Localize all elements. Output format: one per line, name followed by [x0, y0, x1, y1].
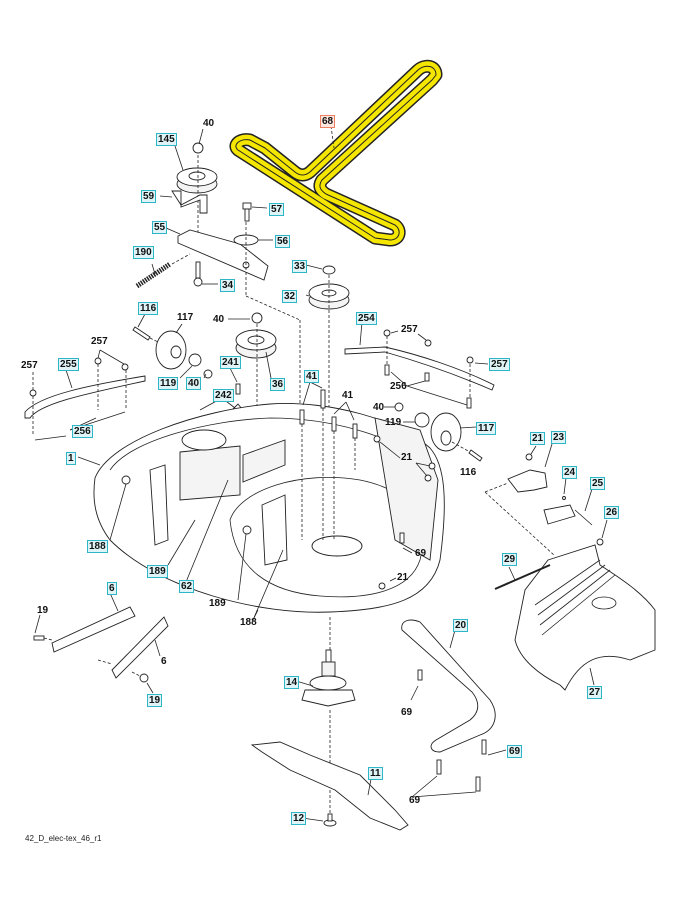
callout-188[interactable]: 188 [240, 617, 257, 628]
belt-part-68[interactable] [229, 59, 443, 247]
callout-241[interactable]: 241 [220, 356, 241, 369]
callout-256[interactable]: 256 [72, 425, 93, 438]
callout-6[interactable]: 6 [107, 582, 117, 595]
callout-14[interactable]: 14 [284, 676, 300, 689]
callout-40[interactable]: 40 [213, 314, 225, 325]
callout-21[interactable]: 21 [397, 572, 409, 583]
callout-19[interactable]: 19 [37, 605, 49, 616]
callout-257[interactable]: 257 [401, 324, 418, 335]
washer-part-119[interactable] [188, 353, 202, 367]
washer-part-119[interactable] [414, 412, 430, 428]
callout-24[interactable]: 24 [562, 466, 578, 479]
callout-40[interactable]: 40 [186, 377, 202, 390]
callout-56[interactable]: 56 [275, 235, 291, 248]
bolt-part-241[interactable] [235, 383, 241, 395]
idler-arm-part-55[interactable] [177, 229, 269, 281]
callout-25[interactable]: 25 [590, 477, 606, 490]
callout-55[interactable]: 55 [152, 221, 168, 234]
nut-part-40[interactable] [203, 369, 213, 379]
callout-189[interactable]: 189 [147, 565, 168, 578]
bolt-part-116[interactable] [132, 326, 151, 341]
callout-69[interactable]: 69 [409, 795, 421, 806]
deck-part-1[interactable] [93, 403, 445, 613]
nut-part-40[interactable] [192, 142, 204, 154]
spring-part-190[interactable] [135, 261, 172, 289]
bracket-part-254[interactable] [344, 346, 495, 391]
callout-255[interactable]: 255 [58, 358, 79, 371]
callout-62[interactable]: 62 [179, 580, 195, 593]
bracket-part-59[interactable] [171, 190, 208, 214]
callout-257[interactable]: 257 [21, 360, 38, 371]
callout-40[interactable]: 40 [373, 402, 385, 413]
diagram-code: 42_D_elec-tex_46_r1 [25, 834, 102, 843]
callout-69[interactable]: 69 [415, 548, 427, 559]
pulley-part-145[interactable] [176, 167, 218, 194]
callout-6[interactable]: 6 [161, 656, 167, 667]
nut-part-40[interactable] [394, 402, 404, 412]
callout-254[interactable]: 254 [356, 312, 377, 325]
callout-190[interactable]: 190 [133, 246, 154, 259]
callout-27[interactable]: 27 [587, 686, 603, 699]
bracket-part-255[interactable] [24, 375, 146, 419]
callout-117[interactable]: 117 [177, 312, 194, 323]
callout-68[interactable]: 68 [320, 115, 336, 128]
callout-59[interactable]: 59 [141, 190, 157, 203]
nut-part-21[interactable] [525, 453, 533, 461]
callout-189[interactable]: 189 [209, 598, 226, 609]
baffle-part-20[interactable] [401, 619, 496, 753]
callout-29[interactable]: 29 [502, 553, 518, 566]
callout-40[interactable]: 40 [203, 118, 215, 129]
callout-33[interactable]: 33 [292, 260, 308, 273]
nut-part-26[interactable] [596, 538, 604, 546]
callout-41[interactable]: 41 [342, 390, 354, 401]
callout-1[interactable]: 1 [66, 452, 76, 465]
nut-part-40[interactable] [251, 312, 263, 324]
blade-bolt-part-12[interactable] [323, 813, 337, 827]
idler-pulley-part-117[interactable] [155, 330, 187, 370]
callout-21[interactable]: 21 [401, 452, 413, 463]
callout-116[interactable]: 116 [460, 467, 477, 478]
callout-20[interactable]: 20 [453, 619, 469, 632]
bolt-part-116[interactable] [468, 449, 483, 462]
spindle-part-14[interactable] [301, 649, 356, 707]
callout-119[interactable]: 119 [385, 417, 402, 428]
idler-pulley-part-117[interactable] [430, 412, 462, 452]
callout-145[interactable]: 145 [156, 133, 177, 146]
callout-32[interactable]: 32 [282, 290, 298, 303]
bolt-part-57[interactable] [242, 202, 252, 222]
callout-26[interactable]: 26 [604, 506, 620, 519]
callout-34[interactable]: 34 [220, 279, 236, 292]
callout-57[interactable]: 57 [269, 203, 285, 216]
callout-21[interactable]: 21 [530, 432, 546, 445]
pin-part-24[interactable] [562, 496, 566, 500]
hanger-bracket-part-6[interactable] [51, 606, 169, 679]
rod-part-29[interactable] [494, 564, 551, 590]
callout-12[interactable]: 12 [291, 812, 307, 825]
callout-41[interactable]: 41 [304, 370, 320, 383]
callout-116[interactable]: 116 [138, 302, 159, 315]
lift-bracket-part-23[interactable] [507, 469, 548, 493]
callout-69[interactable]: 69 [401, 707, 413, 718]
callout-36[interactable]: 36 [270, 378, 286, 391]
callout-69[interactable]: 69 [507, 745, 523, 758]
callout-11[interactable]: 11 [368, 767, 383, 780]
callout-242[interactable]: 242 [213, 389, 234, 402]
nut-part-33[interactable] [322, 265, 336, 275]
handle-part-25[interactable] [543, 504, 593, 526]
bolt-part-19[interactable] [33, 635, 149, 683]
callout-256[interactable]: 256 [390, 381, 407, 392]
discharge-chute-part-27[interactable] [514, 544, 656, 691]
blade-part-11[interactable] [250, 741, 409, 831]
callout-257[interactable]: 257 [489, 358, 510, 371]
callout-19[interactable]: 19 [147, 694, 163, 707]
callout-117[interactable]: 117 [476, 422, 497, 435]
pulley-part-36[interactable] [235, 329, 277, 359]
callout-119[interactable]: 119 [158, 377, 179, 390]
bolt-part-34[interactable] [193, 261, 203, 287]
callout-23[interactable]: 23 [551, 431, 567, 444]
callout-188[interactable]: 188 [87, 540, 108, 553]
callout-257[interactable]: 257 [91, 336, 108, 347]
